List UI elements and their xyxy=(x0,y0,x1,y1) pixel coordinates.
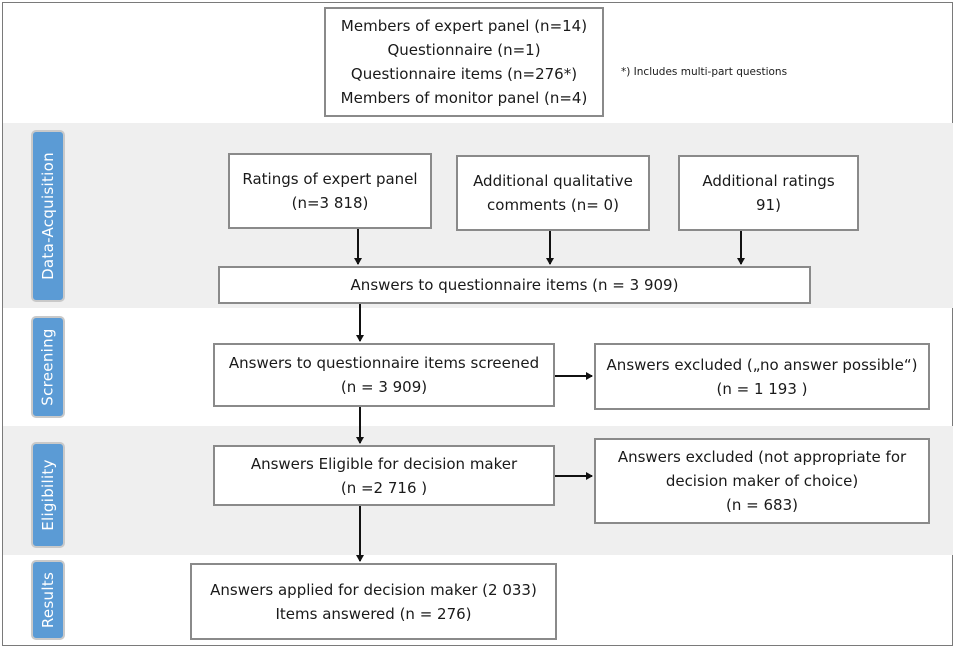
box-answers-applied: Answers applied for decision maker (2 03… xyxy=(190,563,557,640)
text-expert-panel: Members of expert panel (n=14) xyxy=(340,17,588,35)
box-answers-eligible: Answers Eligible for decision maker (n =… xyxy=(213,445,555,506)
box-excluded-no-answer: Answers excluded („no answer possible“) … xyxy=(594,343,930,410)
text-questionnaire: Questionnaire (n=1) xyxy=(387,41,541,59)
stage-tab-screening: Screening xyxy=(31,316,65,418)
text-monitor-panel: Members of monitor panel (n=4) xyxy=(340,89,588,107)
box-answers-screened: Answers to questionnaire items screened … xyxy=(213,343,555,407)
stage-tab-data-acquisition: Data-Acquisition xyxy=(31,130,65,302)
stage-tab-results: Results xyxy=(31,560,65,640)
box-qualitative-comments: Additional qualitative comments (n= 0) xyxy=(456,155,650,231)
box-study-inputs: Members of expert panel (n=14) Questionn… xyxy=(324,7,604,117)
stage-tab-eligibility: Eligibility xyxy=(31,442,65,548)
box-expert-ratings: Ratings of expert panel (n=3 818) xyxy=(228,153,432,229)
text-questionnaire-items: Questionnaire items (n=276*) xyxy=(350,65,578,83)
footnote-multipart: *) Includes multi-part questions xyxy=(621,66,788,78)
box-answers-items: Answers to questionnaire items (n = 3 90… xyxy=(218,266,811,304)
box-excluded-decision-maker: Answers excluded (not appropriate for de… xyxy=(594,438,930,524)
box-additional-ratings: Additional ratings 91) xyxy=(678,155,859,231)
